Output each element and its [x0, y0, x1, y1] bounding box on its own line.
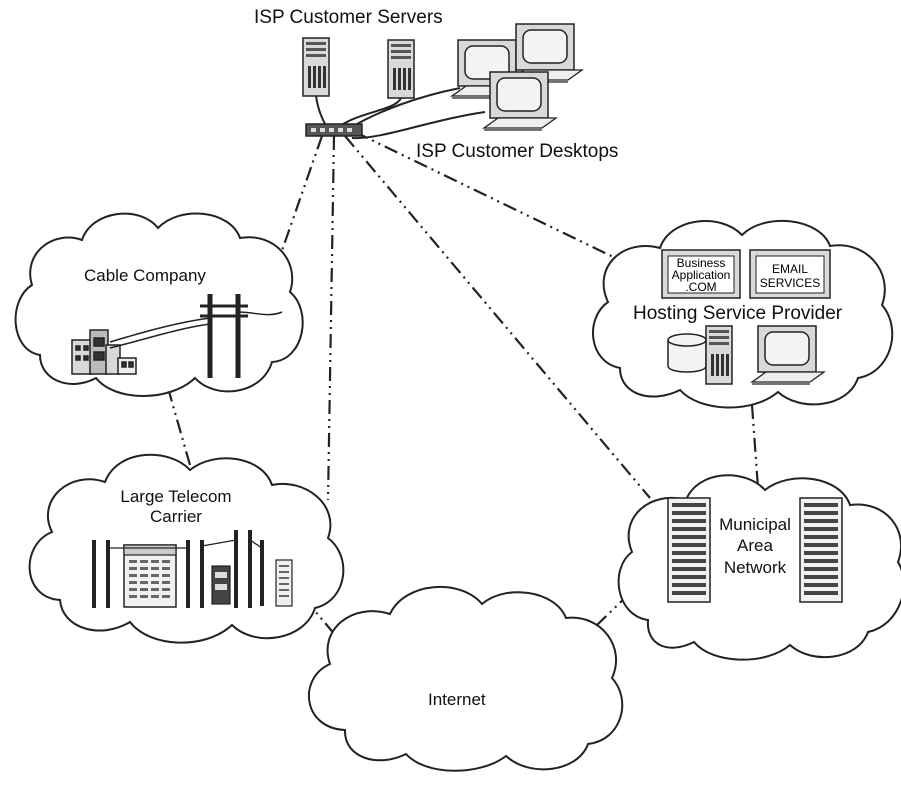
hosting-screen-business [661, 249, 741, 299]
desktop-monitor-icon [751, 325, 825, 385]
municipal-label-line1: Municipal [719, 515, 791, 534]
municipal-label-line3: Network [723, 557, 787, 577]
isp-cables [315, 87, 486, 140]
utility-pole-icon [92, 530, 264, 608]
server-tower-icon [387, 39, 415, 99]
business-line3: .COM [685, 280, 717, 294]
business-line1: Business [676, 256, 726, 270]
server-tower-icon [705, 325, 733, 385]
business-line2: Application [671, 268, 731, 282]
link-switch-telecom [326, 135, 336, 501]
network-switch-icon [305, 123, 363, 137]
server-rack-icon [799, 497, 843, 603]
email-screen-text: EMAIL SERVICES [756, 262, 824, 290]
building-icon [71, 329, 137, 375]
telecom-label-line1: Large Telecom [120, 487, 232, 506]
cloud-internet [307, 585, 624, 772]
database-cylinder-icon [667, 333, 707, 373]
business-screen-text: Business Application .COM [668, 257, 734, 293]
isp-servers-label: ISP Customer Servers [254, 7, 443, 28]
server-tower-icon [302, 37, 330, 97]
telecom-label: Large Telecom Carrier [118, 487, 234, 526]
link-cable-telecom [166, 387, 194, 473]
link-switch-cable [276, 135, 324, 263]
internet-label: Internet [428, 690, 486, 709]
telecom-cabinet [108, 539, 293, 608]
server-rack-icon [667, 497, 711, 603]
cloud-cable-company [14, 212, 304, 397]
link-switch-municipal [344, 135, 651, 499]
telecom-label-line2: Carrier [150, 506, 202, 526]
isp-servers [302, 37, 415, 99]
link-switch-hosting [354, 131, 637, 269]
link-hosting-municipal [750, 404, 760, 489]
email-line1: EMAIL [771, 262, 808, 276]
isp-desktops-label: ISP Customer Desktops [416, 141, 619, 162]
hosting-screen-email [749, 249, 831, 299]
email-line2: SERVICES [759, 276, 821, 290]
municipal-label-line2: Area [737, 536, 773, 556]
hosting-label: Hosting Service Provider [633, 303, 843, 324]
cable-company-label: Cable Company [84, 266, 206, 285]
municipal-label: Municipal Area Network [712, 514, 798, 578]
desktop-monitor-icon [483, 71, 557, 131]
utility-pole-icon [109, 294, 283, 378]
